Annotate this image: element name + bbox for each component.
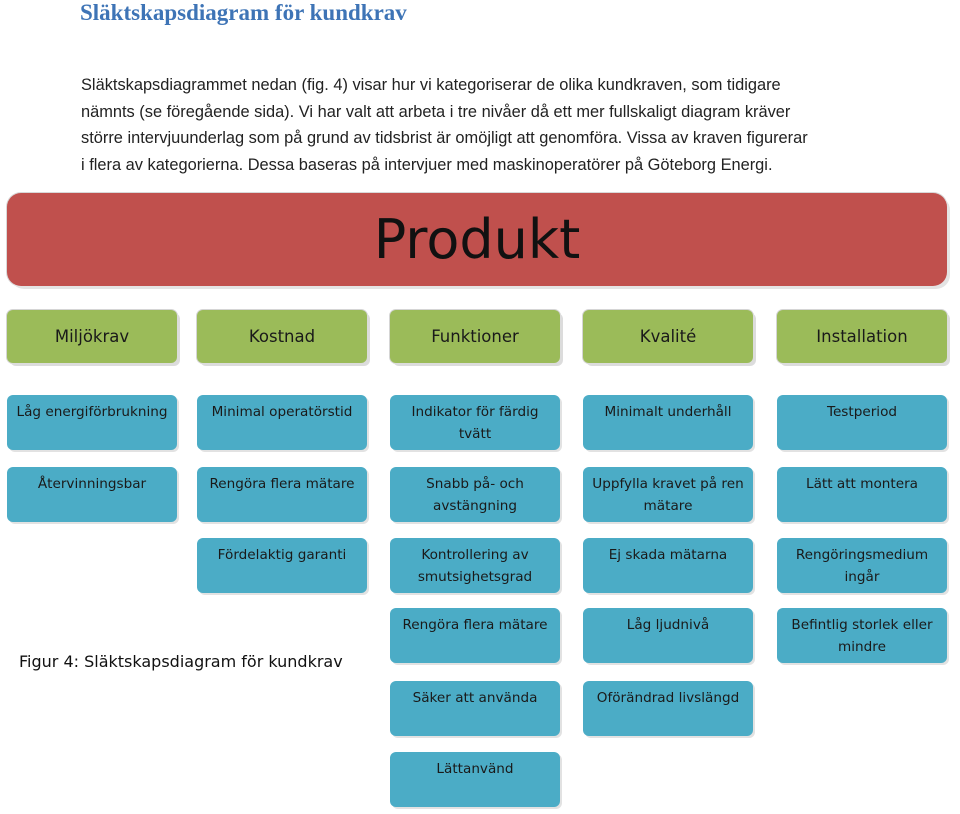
document-heading: Släktskapsdiagram för kundkrav — [80, 0, 407, 25]
requirement-item: Befintlig storlek eller mindre — [777, 608, 947, 663]
requirement-item: Låg energiförbrukning — [7, 395, 177, 450]
category-kvalite: Kvalité — [583, 310, 753, 363]
category-installation: Installation — [777, 310, 947, 363]
requirement-item: Rengöra flera mätare — [197, 467, 367, 522]
requirement-item: Uppfylla kravet på ren mätare — [583, 467, 753, 522]
requirement-item: Säker att använda — [390, 681, 560, 736]
requirement-item: Rengöringsmedium ingår — [777, 538, 947, 593]
requirement-item: Lätt att montera — [777, 467, 947, 522]
paragraph-line: i flera av kategorierna. Dessa baseras p… — [81, 155, 773, 174]
requirement-item: Rengöra flera mätare — [390, 608, 560, 663]
requirement-item: Kontrollering av smutsighetsgrad — [390, 538, 560, 593]
requirement-item: Återvinningsbar — [7, 467, 177, 522]
requirement-item: Indikator för färdig tvätt — [390, 395, 560, 450]
category-miljokrav: Miljökrav — [7, 310, 177, 363]
requirement-item: Oförändrad livslängd — [583, 681, 753, 736]
root-node-produkt: Produkt — [7, 193, 947, 286]
requirement-item: Minimalt underhåll — [583, 395, 753, 450]
intro-paragraph: Släktskapsdiagrammet nedan (fig. 4) visa… — [81, 72, 881, 178]
requirement-item: Snabb på- och avstängning — [390, 467, 560, 522]
requirement-item: Ej skada mätarna — [583, 538, 753, 593]
requirement-item: Testperiod — [777, 395, 947, 450]
requirement-item: Lättanvänd — [390, 752, 560, 807]
figure-caption: Figur 4: Släktskapsdiagram för kundkrav — [19, 652, 343, 671]
paragraph-line: nämnts (se föregående sida). Vi har valt… — [81, 102, 791, 121]
requirement-item: Minimal operatörstid — [197, 395, 367, 450]
requirement-item: Låg ljudnivå — [583, 608, 753, 663]
category-kostnad: Kostnad — [197, 310, 367, 363]
paragraph-line: större intervjuunderlag som på grund av … — [81, 129, 808, 147]
category-funktioner: Funktioner — [390, 310, 560, 363]
requirement-item: Fördelaktig garanti — [197, 538, 367, 593]
paragraph-line: Släktskapsdiagrammet nedan (fig. 4) visa… — [81, 76, 781, 94]
